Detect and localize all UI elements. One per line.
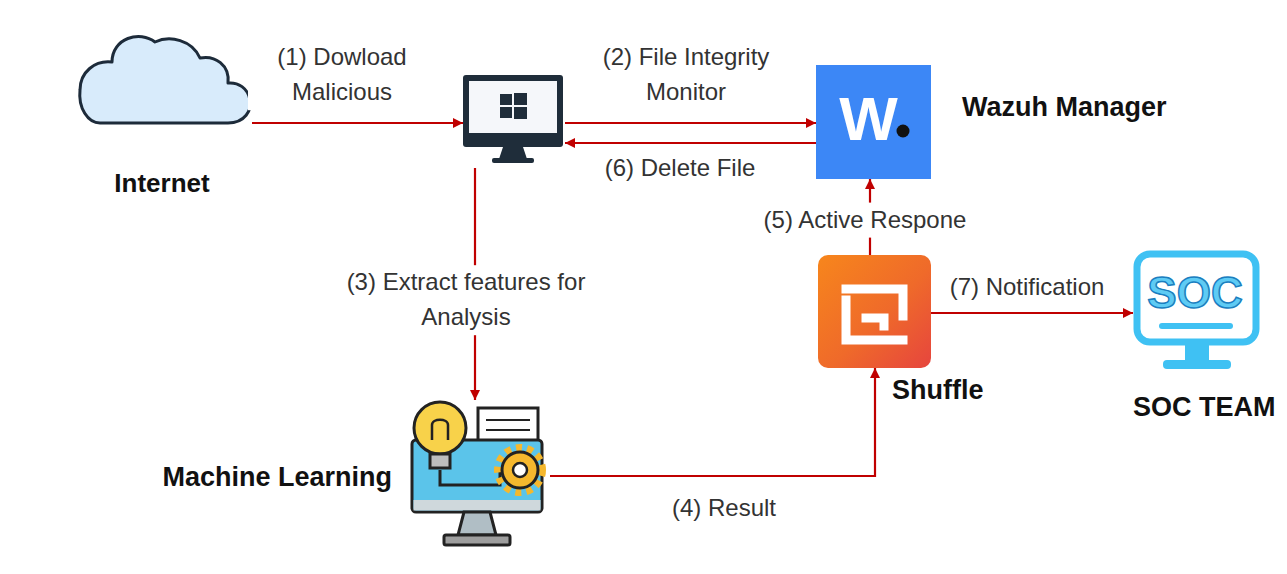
shuffle-logo bbox=[846, 289, 903, 340]
monitor-bezel bbox=[463, 75, 563, 147]
monitor-stand bbox=[499, 147, 527, 159]
node-label: Wazuh Manager bbox=[962, 94, 1262, 121]
node-label: Machine Learning bbox=[150, 464, 392, 491]
ml-icon bbox=[412, 402, 542, 545]
node-label: SOC TEAM bbox=[1133, 394, 1269, 421]
node-label: W bbox=[816, 88, 921, 150]
step-label: (5) Active Respone bbox=[760, 203, 971, 238]
step-label: (6) Delete File bbox=[601, 151, 760, 186]
flow-arrow bbox=[252, 122, 463, 124]
ml-bulb bbox=[414, 402, 466, 454]
cloud-node: Internet bbox=[72, 40, 252, 200]
shuffle-box: Shuffle bbox=[818, 255, 931, 368]
soc-monitor-base bbox=[1163, 360, 1231, 369]
ml-monitor-base bbox=[444, 535, 510, 545]
wazuh-box: WWazuh Manager bbox=[816, 65, 931, 179]
ml-monitor-chin bbox=[414, 500, 541, 511]
ml-document-line bbox=[486, 419, 530, 421]
ml-document-line bbox=[486, 429, 530, 431]
windows-logo-pane bbox=[500, 107, 512, 118]
windows-logo-pane bbox=[500, 94, 512, 105]
soc-underline bbox=[1162, 323, 1230, 329]
ml-monitor bbox=[412, 440, 542, 512]
ml-node: Machine Learning bbox=[405, 400, 550, 548]
node-label: Internet bbox=[72, 170, 252, 196]
flow-arrow bbox=[565, 122, 816, 124]
ml-bulb-base bbox=[430, 454, 450, 468]
ml-wire bbox=[440, 470, 500, 485]
monitor-base bbox=[492, 158, 534, 163]
step-label: (3) Extract features for Analysis bbox=[342, 265, 590, 335]
cloud-icon bbox=[80, 36, 251, 123]
soc-monitor-frame bbox=[1137, 254, 1256, 342]
node-label: Shuffle bbox=[892, 377, 1052, 404]
soc-monitor-neck bbox=[1185, 344, 1209, 362]
ml-gear-teeth bbox=[498, 448, 542, 492]
logo-stroke bbox=[866, 318, 884, 326]
ml-monitor-stand bbox=[458, 512, 496, 535]
soc-monitor-icon bbox=[1137, 254, 1256, 369]
step-label: (4) Result bbox=[668, 491, 780, 526]
soc-node: SOCSOC TEAM bbox=[1133, 250, 1260, 378]
windows-logo-pane bbox=[514, 93, 527, 105]
flow-arrow bbox=[550, 368, 875, 476]
flow-arrow bbox=[565, 142, 816, 144]
logo-stroke bbox=[846, 300, 903, 340]
step-label: (2) File Integrity Monitor bbox=[580, 40, 793, 110]
ml-gear bbox=[502, 452, 538, 488]
step-label: (7) Notification bbox=[946, 270, 1109, 305]
monitor-screen bbox=[469, 81, 557, 133]
computer-node bbox=[463, 72, 565, 168]
logo-stroke bbox=[846, 289, 903, 316]
computer-icon bbox=[463, 75, 563, 163]
logo-dot bbox=[897, 125, 910, 138]
node-label: SOC bbox=[1133, 271, 1257, 315]
ml-document bbox=[478, 408, 538, 458]
ml-bulb-filament bbox=[432, 420, 448, 440]
windows-logo-pane bbox=[514, 107, 527, 119]
step-label: (1) Dowload Malicious bbox=[248, 40, 436, 110]
ml-gear-hole bbox=[513, 463, 527, 477]
flow-arrow bbox=[931, 312, 1133, 314]
